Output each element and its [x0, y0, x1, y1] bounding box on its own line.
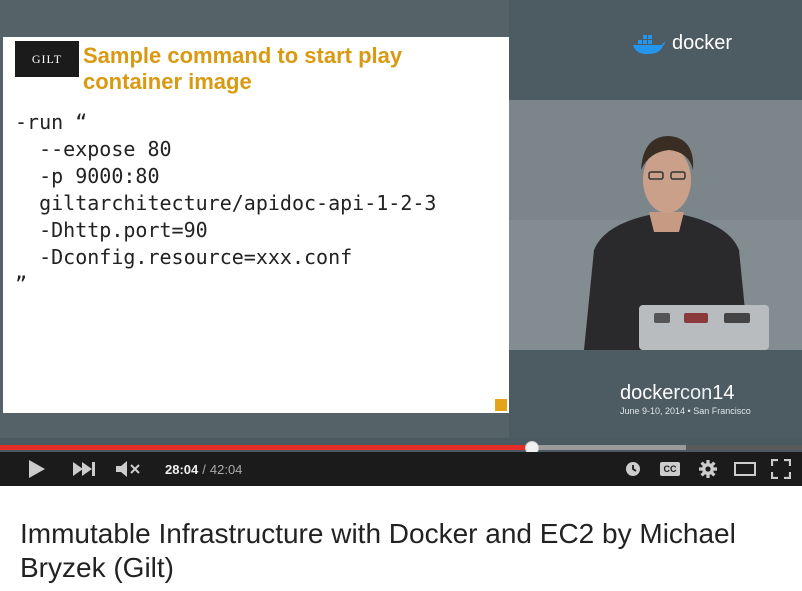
volume-muted-icon [116, 461, 140, 477]
slide-code-block: -run “ --expose 80 -p 9000:80 giltarchit… [15, 109, 436, 298]
code-line: ” [15, 272, 28, 296]
mute-button[interactable] [114, 452, 144, 486]
code-line: -p 9000:80 [15, 164, 160, 188]
clock-icon [626, 462, 640, 476]
docker-logo-text: docker [672, 32, 733, 54]
gilt-logo: GILT [15, 41, 79, 77]
dockercon-logo: dockercon14 [620, 382, 735, 405]
theater-mode-button[interactable] [730, 452, 760, 486]
watch-later-button[interactable] [620, 452, 646, 486]
cc-icon: CC [660, 462, 680, 476]
video-frame[interactable]: GILT Sample command to start play contai… [0, 0, 802, 438]
time-separator: / [202, 461, 206, 477]
cc-label: CC [663, 464, 677, 474]
speaker-image [509, 100, 802, 350]
play-icon [29, 460, 45, 478]
player-controls: CC [0, 452, 802, 486]
code-line: giltarchitecture/apidoc-api-1-2-3 [15, 191, 437, 215]
code-line: --expose 80 [15, 137, 172, 161]
time-display: 28:04 / 42:04 [165, 452, 242, 486]
captions-button[interactable]: CC [656, 452, 684, 486]
docker-whale-icon [633, 34, 665, 54]
dockercon-prefix: docker [620, 382, 681, 404]
fullscreen-icon [771, 459, 791, 479]
fullscreen-button[interactable] [766, 452, 796, 486]
theater-icon [734, 462, 756, 476]
settings-button[interactable] [694, 452, 722, 486]
presentation-slide: GILT Sample command to start play contai… [3, 37, 509, 413]
next-icon [73, 462, 95, 476]
time-current: 28:04 [165, 461, 199, 477]
dockercon-year: 14 [712, 382, 735, 404]
code-line: -Dhttp.port=90 [15, 218, 208, 242]
code-line: -Dconfig.resource=xxx.conf [15, 245, 353, 269]
speaker-video-feed [509, 100, 802, 350]
video-title: Immutable Infrastructure with Docker and… [20, 518, 736, 583]
video-player[interactable]: GILT Sample command to start play contai… [0, 0, 802, 486]
time-total: 42:04 [209, 461, 243, 477]
progress-played [0, 445, 533, 450]
progress-bar[interactable] [0, 441, 802, 455]
gear-icon [699, 460, 717, 478]
play-button[interactable] [22, 452, 52, 486]
dockercon-band [509, 350, 802, 438]
slide-title: Sample command to start play container i… [83, 43, 403, 94]
dockercon-date: June 9-10, 2014 • San Francisco [620, 406, 751, 416]
docker-logo: docker [632, 32, 732, 55]
code-line: -run “ [15, 110, 88, 134]
dockercon-con: con [680, 382, 713, 404]
slide-corner-accent [495, 399, 507, 411]
next-button[interactable] [70, 452, 98, 486]
